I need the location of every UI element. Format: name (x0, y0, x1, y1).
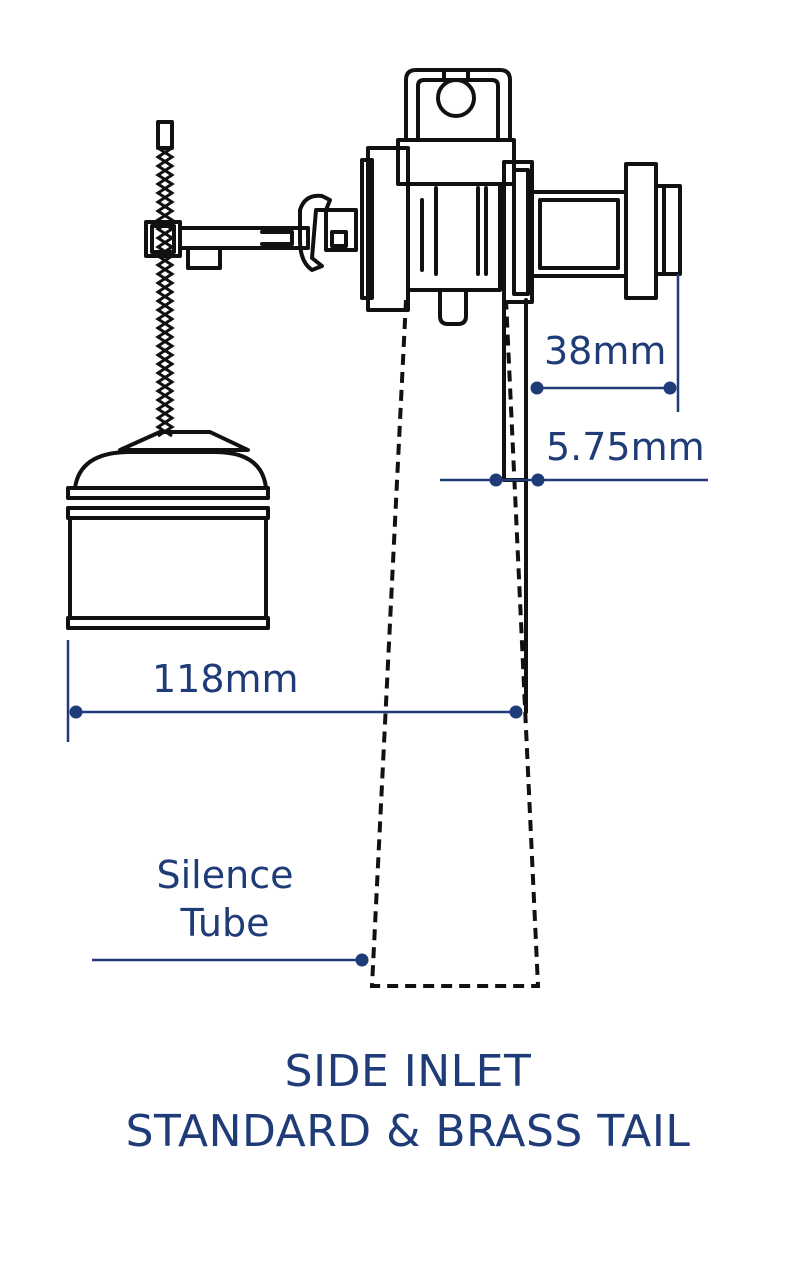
caption-line2: STANDARD & BRASS TAIL (126, 1106, 691, 1157)
dimension-5-75mm-label: 5.75mm (546, 425, 705, 469)
dimension-38mm-label: 38mm (544, 329, 666, 373)
caption: SIDE INLET STANDARD & BRASS TAIL (126, 1046, 691, 1157)
silence-tube (369, 299, 541, 988)
silence-tube-label-line2: Tube (179, 901, 269, 945)
dimension-118mm-label: 118mm (152, 657, 299, 701)
dimension-118mm: 118mm (66, 640, 523, 742)
float-chain (155, 120, 175, 438)
inlet-tail (530, 162, 682, 300)
dimension-5-75mm: 5.75mm (440, 425, 708, 487)
caption-line1: SIDE INLET (285, 1046, 532, 1097)
dimension-38mm: 38mm (530, 274, 680, 412)
valve-body (360, 68, 534, 326)
silence-tube-label-line1: Silence (157, 853, 294, 897)
silence-tube-callout: Silence Tube (92, 853, 369, 967)
float-cup (66, 430, 270, 630)
float-arm (144, 193, 358, 272)
